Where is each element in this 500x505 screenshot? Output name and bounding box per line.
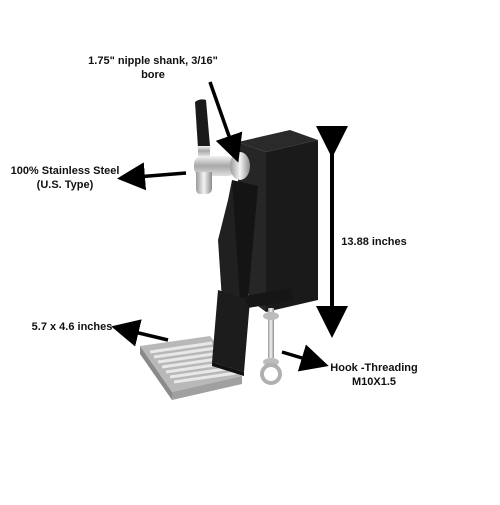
tray-size-label: 5.7 x 4.6 inches (28, 320, 116, 334)
steel-spec-line2: (U.S. Type) (36, 179, 94, 191)
height-spec-text: 13.88 inches (341, 236, 407, 248)
shank-spec-line2: bore (141, 69, 165, 81)
tray-arrow (111, 319, 169, 347)
hook-spec-line1: Hook -Threading (330, 362, 418, 374)
height-spec-label: 13.88 inches (334, 235, 414, 249)
steel-arrow (117, 162, 187, 191)
tap-handle (195, 99, 210, 148)
tower-body (212, 130, 318, 376)
shank-arrow (208, 81, 243, 163)
tray-size-text: 5.7 x 4.6 inches (31, 321, 113, 333)
shank-spec-label: 1.75" nipple shank, 3/16" bore (78, 54, 228, 82)
annotation-arrows (111, 81, 348, 372)
hook-spec-line2: M10X1.5 (351, 376, 397, 388)
steel-spec-label: 100% Stainless Steel (U.S. Type) (6, 164, 124, 192)
hook-spec-label: Hook -Threading M10X1.5 (326, 361, 422, 389)
clamp-hook (260, 308, 282, 385)
hook-arrow (281, 344, 329, 372)
steel-spec-line1: 100% Stainless Steel (10, 165, 120, 177)
shank-spec-line1: 1.75" nipple shank, 3/16" (88, 55, 218, 67)
